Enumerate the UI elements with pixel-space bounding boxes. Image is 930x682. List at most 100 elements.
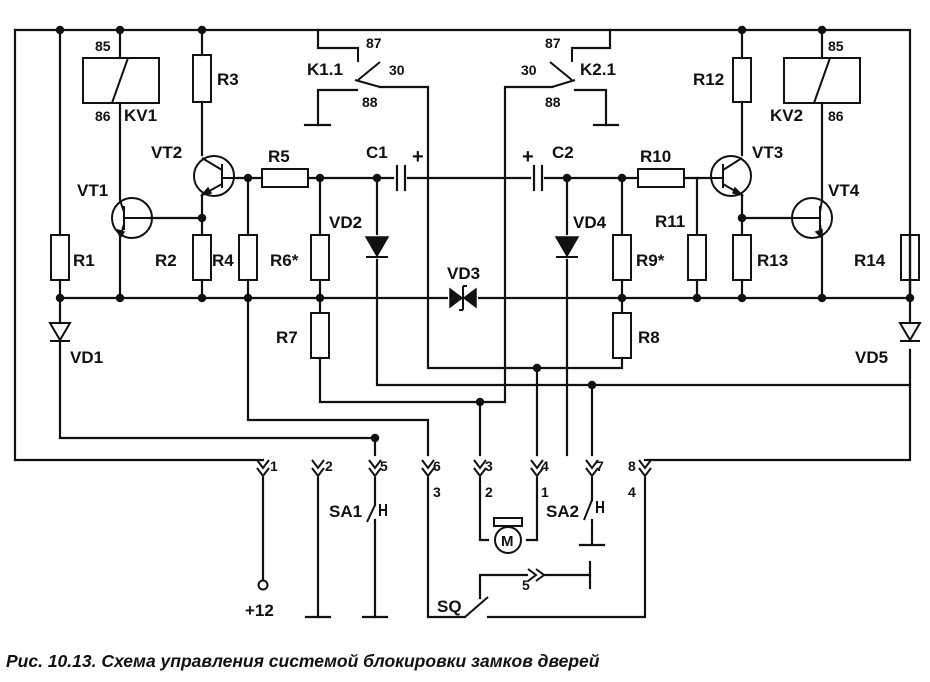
label-vd1: VD1 [70, 348, 103, 367]
connector-top-2: 2 [325, 458, 333, 474]
resistor-r2 [192, 234, 212, 281]
connector-top-1: 1 [270, 458, 278, 474]
label-c1: C1 [366, 143, 388, 162]
label-r13: R13 [757, 251, 788, 270]
label-r4: R4 [212, 251, 234, 270]
component-labels: KV1 KV2 VT1 VT2 VT3 VT4 R1 R2 R3 R4 R5 R… [70, 60, 888, 620]
connector-bottom-4: 4 [628, 484, 636, 500]
label-c2: C2 [552, 143, 574, 162]
pin-numbers: 85 86 85 86 87 30 88 87 30 88 1 2 5 6 3 … [95, 35, 844, 593]
label-sa2: SA2 [546, 502, 579, 521]
resistor-r3 [192, 54, 212, 103]
label-motor: M [501, 533, 514, 550]
switch-sq [464, 596, 489, 618]
connector-top-8: 8 [628, 458, 636, 474]
pin-k21-88: 88 [545, 94, 561, 110]
pin-k11-88: 88 [362, 94, 378, 110]
transistor-vt2 [193, 155, 237, 197]
switch-sa2 [583, 499, 604, 521]
connector-bottom-3: 3 [433, 484, 441, 500]
label-r2: R2 [155, 251, 177, 270]
c1-plus-sign: + [412, 146, 424, 168]
label-supply: +12 [245, 601, 274, 620]
label-r1: R1 [73, 251, 95, 270]
connector-chevrons [256, 459, 652, 582]
capacitor-c1 [395, 164, 407, 192]
pin-kv2-85: 85 [828, 38, 844, 54]
resistor-r11 [687, 234, 707, 281]
pin-k11-30: 30 [389, 62, 405, 78]
label-vt3: VT3 [752, 143, 783, 162]
label-sa1: SA1 [329, 502, 362, 521]
label-r14: R14 [854, 251, 886, 270]
connector-top-4: 4 [541, 458, 549, 474]
diode-vd4 [554, 236, 580, 258]
label-kv2: KV2 [770, 106, 803, 125]
label-r9: R9* [636, 251, 665, 270]
label-vd4: VD4 [573, 213, 607, 232]
resistor-r7 [310, 312, 330, 359]
pin-kv1-86: 86 [95, 108, 111, 124]
diode-vd1 [48, 322, 72, 342]
capacitor-c2 [532, 164, 544, 192]
resistor-r13 [732, 234, 752, 281]
transistor-vt4 [791, 197, 833, 240]
label-r12: R12 [693, 70, 724, 89]
c2-plus-sign: + [522, 146, 534, 168]
label-vt2: VT2 [151, 143, 182, 162]
pin-k21-30: 30 [521, 62, 537, 78]
switch-sa1 [366, 504, 387, 523]
diode-vd3-bidirectional [448, 285, 478, 311]
relay-contact-k1-1 [354, 48, 381, 88]
label-r3: R3 [217, 70, 239, 89]
figure-caption: Рис. 10.13. Схема управления системой бл… [6, 651, 600, 671]
transistor-vt1 [111, 197, 153, 240]
label-kv1: KV1 [124, 106, 157, 125]
label-r11: R11 [655, 212, 685, 231]
resistors [50, 54, 920, 359]
label-r5: R5 [268, 147, 290, 166]
motor-m [493, 517, 523, 554]
resistor-r14 [900, 234, 920, 281]
label-r8: R8 [638, 328, 660, 347]
label-k21: K2.1 [580, 60, 616, 79]
resistor-r1 [50, 234, 70, 281]
connector-top-3: 3 [485, 458, 493, 474]
label-vd2: VD2 [329, 213, 362, 232]
pin-kv1-85: 85 [95, 38, 111, 54]
relay-coil-kv1 [82, 57, 160, 104]
resistor-r12 [732, 57, 752, 103]
label-r7: R7 [276, 328, 298, 347]
pin-kv2-86: 86 [828, 108, 844, 124]
door-lock-schematic: + + KV1 KV2 VT1 VT2 VT3 VT4 R1 R2 R3 R4 … [13, 25, 922, 620]
resistor-r4 [238, 234, 258, 281]
connector-top-6: 6 [433, 458, 441, 474]
label-vd3: VD3 [447, 264, 480, 283]
relay-coil-kv2 [783, 57, 861, 104]
label-vt4: VT4 [828, 181, 860, 200]
label-r6: R6* [270, 251, 299, 270]
label-vt1: VT1 [77, 181, 108, 200]
connector-bottom-2: 2 [485, 484, 493, 500]
connector-sq-5: 5 [522, 577, 530, 593]
transistor-vt3 [710, 155, 752, 197]
pin-k11-87: 87 [366, 35, 382, 51]
connector-bottom-1: 1 [541, 484, 549, 500]
diode-vd5 [898, 322, 922, 342]
resistor-r6 [310, 234, 330, 281]
connector-top-5: 5 [380, 458, 388, 474]
diode-vd2 [364, 236, 390, 258]
label-k11: K1.1 [307, 60, 343, 79]
label-sq: SQ [437, 597, 462, 616]
supply-terminal [257, 579, 269, 591]
label-vd5: VD5 [855, 348, 888, 367]
resistor-r8 [612, 312, 632, 359]
resistor-r9 [612, 234, 632, 281]
label-r10: R10 [640, 147, 671, 166]
connector-top-7: 7 [596, 458, 604, 474]
relay-contact-k2-1 [549, 48, 576, 88]
resistor-r5 [261, 168, 309, 188]
resistor-r10 [637, 168, 685, 188]
pin-k21-87: 87 [545, 35, 561, 51]
junction-dots [55, 25, 915, 443]
